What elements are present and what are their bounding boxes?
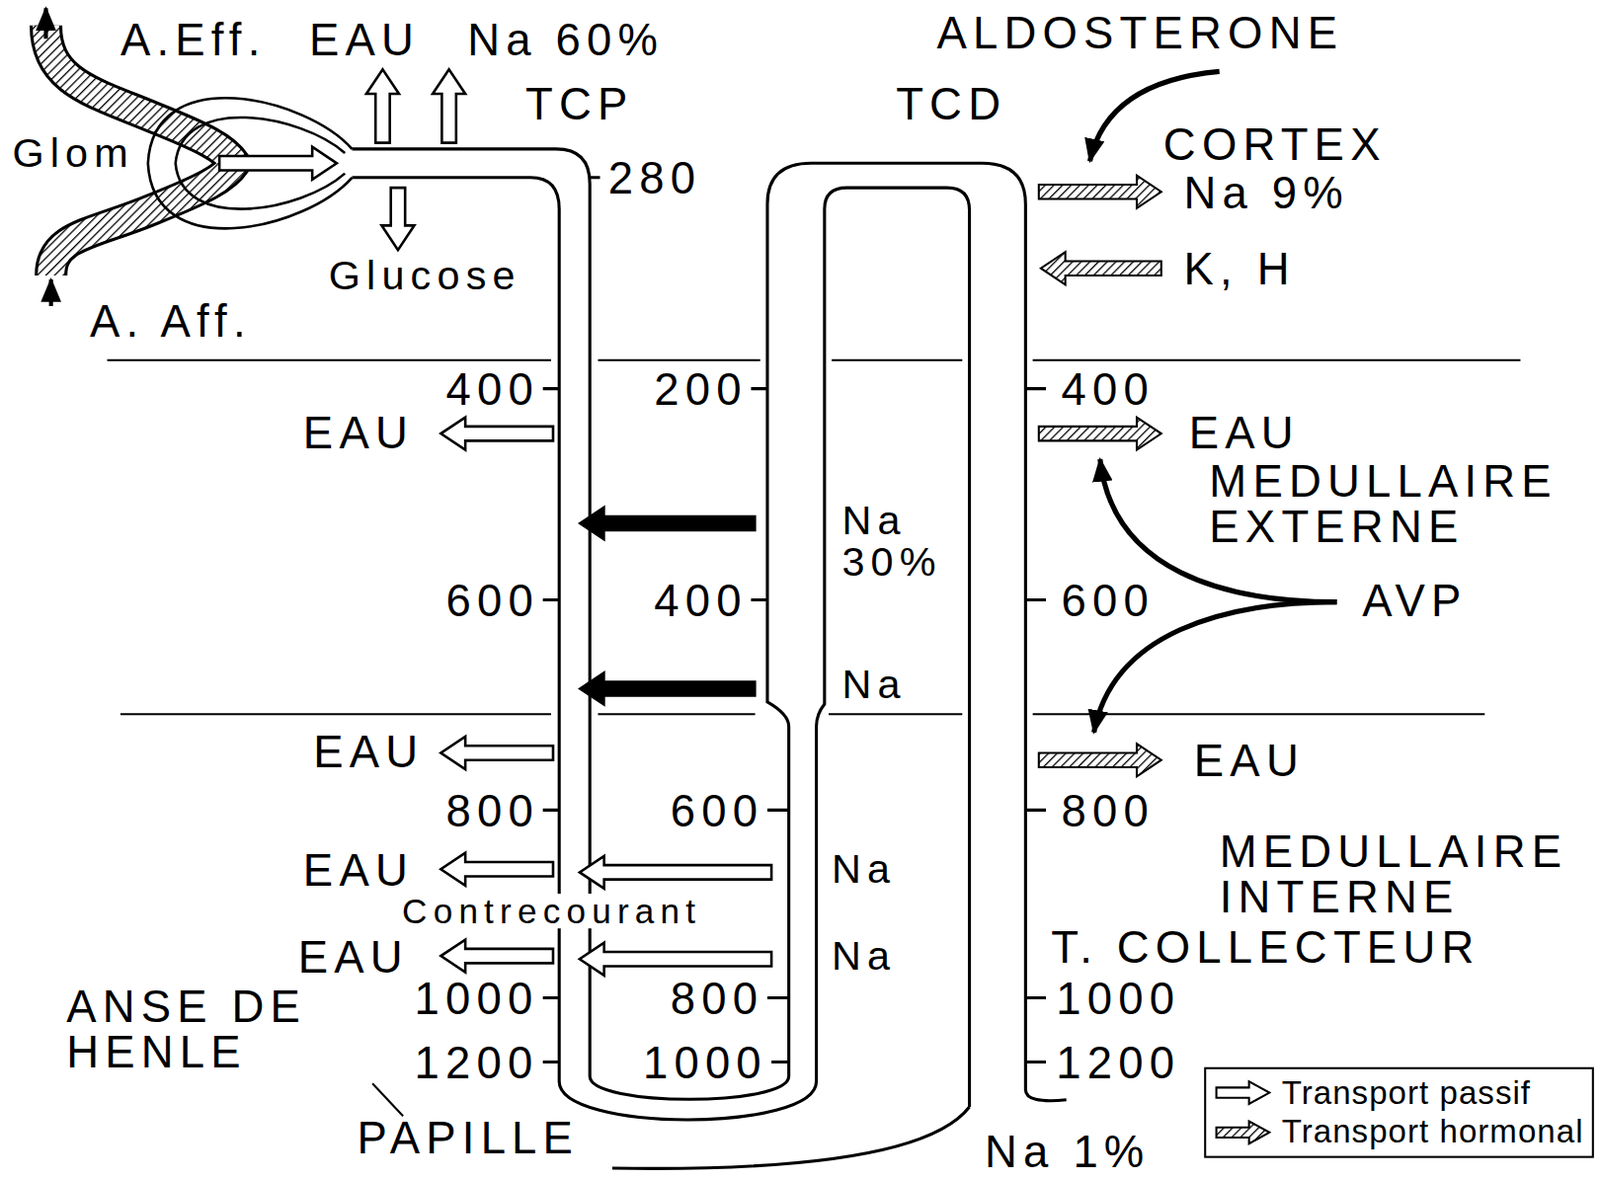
efferent-arrow bbox=[43, 7, 48, 39]
osmolarity-value: 400 bbox=[653, 578, 747, 624]
transport-label: Na 9% bbox=[1184, 169, 1350, 215]
leader-line bbox=[372, 1083, 403, 1117]
passive-arrow bbox=[432, 69, 466, 143]
vessel-label: A. Aff. bbox=[89, 298, 252, 343]
transport-label: Na bbox=[831, 935, 896, 976]
passive-arrow bbox=[440, 940, 554, 973]
transport-label: K, H bbox=[1184, 246, 1296, 292]
osmolarity-value: 1200 bbox=[1055, 1040, 1181, 1086]
osmolarity-value: 400 bbox=[446, 367, 540, 412]
osmolarity-value: 1000 bbox=[413, 975, 539, 1021]
transport-label: Glucose bbox=[328, 254, 522, 296]
osmolarity-value: 1200 bbox=[413, 1040, 539, 1086]
transport-label: Na 60% bbox=[467, 16, 664, 62]
legend-arrow bbox=[1216, 1120, 1271, 1144]
passive-arrow bbox=[579, 943, 772, 976]
tubule-wall bbox=[351, 177, 969, 1120]
hormonal-arrow bbox=[1039, 743, 1162, 777]
mechanism-label: Contrecourant bbox=[400, 893, 704, 929]
osmolarity-value: 600 bbox=[1061, 578, 1155, 624]
transport-label: EAU bbox=[303, 847, 414, 892]
hormone-label: ALDOSTERONE bbox=[936, 9, 1344, 55]
osmolarity-value: 600 bbox=[446, 578, 540, 624]
transport-label: Na 1% bbox=[984, 1128, 1150, 1174]
passive-arrow bbox=[440, 736, 554, 770]
capsule-inner bbox=[175, 117, 346, 210]
transport-label: Na 30% bbox=[841, 499, 942, 582]
passive-arrow bbox=[366, 69, 400, 143]
medulla-boundary bbox=[120, 713, 1485, 716]
osmolarity-value: 800 bbox=[1061, 788, 1155, 833]
afferent-arrow bbox=[49, 279, 54, 307]
filtration-arrow bbox=[219, 147, 337, 180]
hormonal-arrow bbox=[1039, 417, 1162, 451]
active-arrow bbox=[579, 507, 756, 541]
transport-label: Na bbox=[841, 663, 906, 705]
capsule-outer bbox=[148, 97, 353, 229]
transport-label: Na bbox=[831, 848, 896, 889]
passive-arrow bbox=[579, 856, 772, 889]
legend-row: Transport hormonal bbox=[1214, 1113, 1585, 1153]
osmolarity-value: 1000 bbox=[1055, 975, 1181, 1021]
transport-label: EAU bbox=[313, 728, 424, 774]
legend-sample bbox=[1214, 1079, 1273, 1107]
structure-label: PAPILLE bbox=[357, 1115, 580, 1160]
segment-label: TCP bbox=[525, 80, 635, 126]
zone-label: CORTEX bbox=[1163, 122, 1387, 167]
scale-ticks bbox=[543, 177, 1046, 1063]
legend-row: Transport passif bbox=[1214, 1073, 1585, 1114]
papilla-outline bbox=[612, 1107, 970, 1169]
osmolarity-value: 400 bbox=[1061, 367, 1155, 412]
structure-label: ANSE DE HENLE bbox=[66, 984, 352, 1075]
hormonal-arrow bbox=[1040, 251, 1162, 285]
osmolarity-value: 280 bbox=[608, 156, 702, 201]
osmolarity-value: 800 bbox=[446, 788, 540, 833]
transport-label: EAU bbox=[298, 934, 409, 979]
zone-label: MEDULLAIRE INTERNE bbox=[1219, 829, 1569, 920]
legend-text: Transport passif bbox=[1281, 1073, 1531, 1114]
active-arrow bbox=[579, 672, 756, 706]
structure-label: Glom bbox=[11, 133, 135, 174]
osmolarity-value: 600 bbox=[670, 788, 764, 833]
legend-sample bbox=[1214, 1119, 1273, 1146]
zone-label: MEDULLAIRE EXTERNE bbox=[1208, 459, 1558, 550]
transport-label: EAU bbox=[309, 16, 420, 62]
cortex-boundary bbox=[106, 359, 1520, 362]
passive-arrow bbox=[440, 853, 554, 886]
vessel-label: A.Eff. bbox=[120, 16, 267, 62]
osmolarity-value: 200 bbox=[653, 367, 747, 412]
legend-arrow bbox=[1216, 1081, 1271, 1105]
osmolarity-value: 800 bbox=[670, 975, 764, 1021]
passive-arrow bbox=[440, 417, 554, 451]
structure-label: T. COLLECTEUR bbox=[1050, 925, 1480, 970]
legend-text: Transport hormonal bbox=[1281, 1113, 1585, 1153]
transport-label: EAU bbox=[303, 409, 414, 455]
passive-arrow bbox=[381, 187, 414, 250]
legend-box: Transport passifTransport hormonal bbox=[1203, 1067, 1595, 1159]
hormone-label: AVP bbox=[1361, 578, 1467, 624]
transport-label: EAU bbox=[1194, 738, 1305, 784]
transport-label: EAU bbox=[1189, 409, 1300, 455]
hormonal-arrow bbox=[1039, 175, 1162, 209]
osmolarity-value: 1000 bbox=[642, 1040, 768, 1086]
segment-label: TCD bbox=[895, 80, 1007, 126]
